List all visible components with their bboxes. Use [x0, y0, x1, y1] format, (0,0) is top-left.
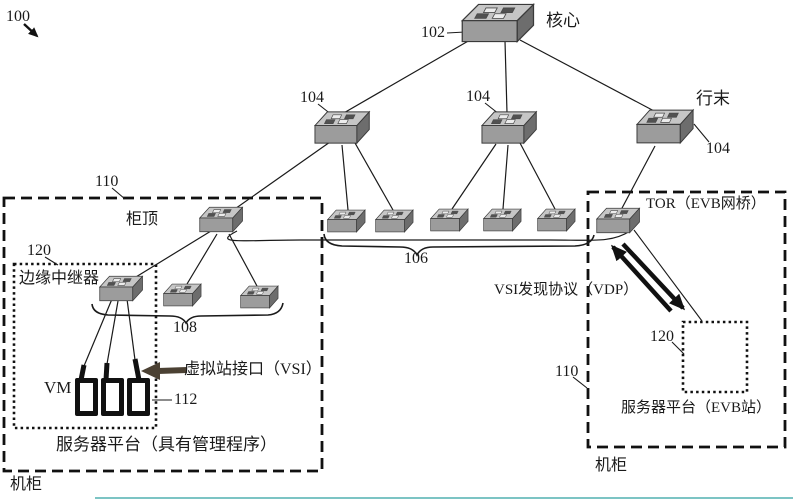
vm-ref-label: 112: [174, 391, 198, 408]
core-switch-icon: [461, 3, 535, 43]
left-server-dotted-box: [12, 262, 158, 430]
row-end-ref-label: 104: [706, 140, 730, 157]
brace-106-label: 106: [404, 250, 428, 267]
leaf-switch-icon: [163, 283, 202, 307]
vdp-label: VSI发现协议（VDP）: [494, 282, 639, 298]
leaf-switch-icon: [430, 208, 469, 232]
right-cabinet-box: [586, 190, 787, 449]
vsi-port-stubs: [78, 358, 142, 381]
leaf-switch-icon: [537, 208, 576, 232]
leaf-switch-icon: [327, 209, 366, 233]
brace-106: [323, 233, 595, 257]
figure-ref-label: 100: [6, 8, 30, 25]
bottom-divider: [95, 497, 793, 499]
edge-relay-label: 边缘中继器: [19, 270, 100, 287]
row-end-label: 行末: [696, 89, 730, 108]
vm-label: VM: [44, 378, 72, 397]
rack-top-label: 柜顶: [126, 211, 159, 228]
left-arrow-icon: [141, 362, 188, 380]
aggregation-switch-left-icon: [314, 111, 370, 144]
leaf-switch-icon: [483, 208, 522, 232]
vdp-arrows: [610, 229, 703, 322]
core-ref-label: 102: [421, 24, 445, 41]
core-links: [83, 39, 657, 367]
tor-switch-icon: [596, 207, 640, 234]
tor-label: TOR（EVB网桥）: [646, 196, 766, 212]
left-cabinet-label: 机柜: [10, 476, 43, 493]
agg-left-ref-label: 104: [300, 89, 324, 106]
left-cabinet-box: [2, 196, 324, 473]
evb-station-ref-label: 120: [650, 328, 674, 345]
right-server-label: 服务器平台（EVB站）: [621, 400, 772, 416]
leaf-switch-icon: [240, 285, 279, 309]
core-label: 核心: [546, 11, 580, 30]
vsi-label: 虚拟站接口（VSI）: [184, 361, 322, 378]
vm-box: [75, 378, 98, 416]
brace-108: [91, 302, 284, 325]
down-right-arrow-icon: [23, 23, 39, 38]
right-cabinet-label: 机柜: [595, 457, 628, 474]
vm-box: [127, 378, 150, 416]
evb-station-dotted-box: [681, 320, 749, 394]
leaf-switch-icon: [375, 209, 414, 233]
left-server-label: 服务器平台（具有管理程序）: [56, 435, 277, 454]
vm-box: [101, 378, 124, 416]
edge-relay-switch-icon: [99, 275, 143, 302]
row-end-switch-icon: [636, 109, 694, 144]
edge-relay-ref-label: 120: [27, 242, 51, 259]
right-cabinet-ref-label: 110: [555, 363, 579, 380]
brace-108-label: 108: [173, 319, 197, 336]
aggregation-switch-mid-icon: [481, 111, 537, 144]
rack-top-switch-icon: [199, 206, 243, 233]
agg-mid-ref-label: 104: [466, 88, 490, 105]
left-cabinet-ref-label: 110: [95, 173, 119, 190]
